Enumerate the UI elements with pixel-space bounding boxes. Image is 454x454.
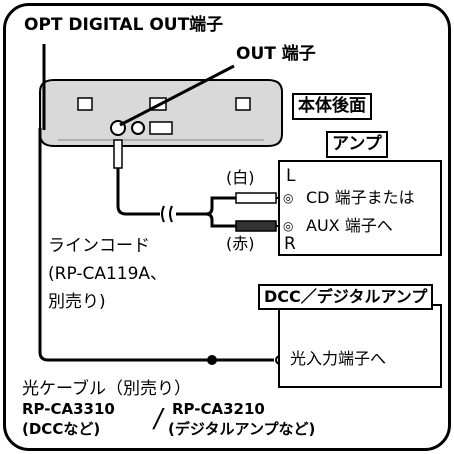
device-rear-panel: [39, 79, 283, 147]
out-label-leader: [119, 64, 235, 127]
line-cord: [113, 139, 288, 232]
device-slot-left: [77, 97, 93, 111]
cable-model-1-label: RP-CA3310: [22, 400, 115, 418]
optical-input-label: 光入力端子へ: [290, 349, 387, 368]
cd-terminal-label: CD 端子または: [306, 188, 415, 207]
left-channel-label: L: [286, 166, 296, 186]
right-channel-label: R: [284, 234, 296, 254]
diagram-frame: [3, 3, 451, 451]
amplifier-label: アンプ: [326, 131, 388, 158]
dc-port: [149, 121, 173, 135]
amp-jack-right: ◎: [283, 219, 294, 233]
red-plug-label: (赤): [226, 234, 255, 253]
opt-digital-out-label: OPT DIGITAL OUT端子: [24, 15, 224, 35]
line-cord-sold-separately: 別売り): [48, 292, 106, 312]
device-slot-right: [235, 97, 251, 111]
dcc-digital-amp-label: DCC／デジタルアンプ: [258, 284, 434, 310]
cable-use-2-label: (デジタルアンプなど): [168, 420, 316, 438]
rca-plug-white: [235, 192, 277, 204]
optical-cable-label: 光ケーブル（別売り）: [22, 379, 191, 399]
out-terminal-label: OUT 端子: [236, 44, 316, 64]
device-body: [39, 79, 283, 147]
rca-plug-red: [235, 220, 277, 232]
aux-terminal-label: AUX 端子へ: [306, 216, 393, 235]
cable-model-2-label: RP-CA3210: [172, 400, 265, 418]
line-cord-label: ラインコード: [48, 236, 150, 256]
amplifier-box: [278, 160, 442, 256]
cable-bend-marker: [207, 355, 217, 365]
rear-panel-label: 本体後面: [292, 93, 372, 120]
white-plug-label: (白): [226, 168, 255, 187]
mini-plug: [113, 139, 123, 169]
digital-amp-box: [278, 304, 442, 388]
line-cord-model-label: (RP-CA119A、: [48, 264, 168, 284]
opt-port: [131, 121, 145, 135]
amp-jack-left: ◎: [283, 191, 294, 205]
cable-use-1-label: (DCCなど): [22, 420, 101, 438]
